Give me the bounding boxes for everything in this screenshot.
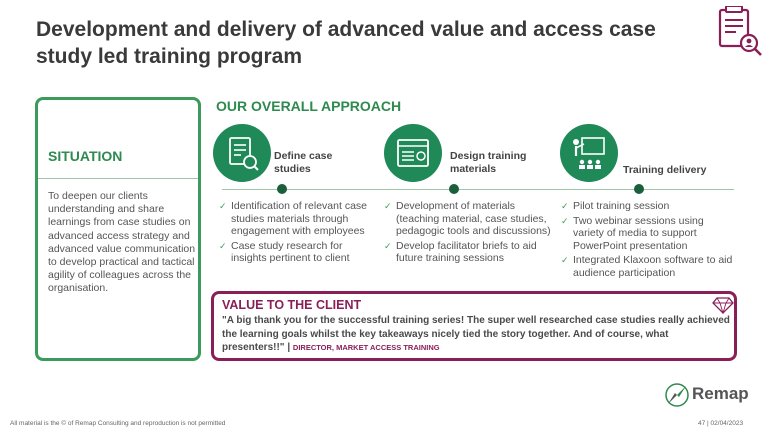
check-icon: ✓ — [561, 215, 569, 226]
list-item: ✓ Develop facilitator briefs to aid futur… — [384, 240, 554, 265]
value-title: VALUE TO THE CLIENT — [222, 298, 362, 312]
list-item: ✓ Development of materials (teaching mate… — [384, 200, 554, 238]
list-item: ✓ Pilot training session — [561, 200, 736, 213]
timeline-dot-1 — [277, 184, 287, 194]
step-1-bullets: ✓ Identification of relevant case studies… — [219, 200, 369, 267]
step-3-label: Training delivery — [623, 164, 706, 177]
list-item: ✓ Case study research for insights pertin… — [219, 240, 369, 265]
check-icon: ✓ — [384, 201, 392, 211]
timeline-dot-3 — [634, 184, 644, 194]
quote-text: "A big thank you for the successful trai… — [222, 315, 730, 354]
quote-separator: | — [284, 342, 293, 354]
step-2-label-line1: Design training — [450, 150, 527, 162]
presenter-icon — [573, 137, 605, 169]
approach-title: OUR OVERALL APPROACH — [216, 98, 402, 114]
timeline-line — [222, 189, 734, 190]
step-3-bullets: ✓ Pilot training session ✓ Two webinar ses… — [561, 200, 736, 282]
step-1-label-line2: studies — [274, 163, 311, 175]
check-icon: ✓ — [561, 255, 569, 266]
footer-page-date: 47 | 02/04/2023 — [698, 420, 744, 427]
step-3-icon-circle — [560, 124, 618, 182]
remap-logo: Remap — [664, 382, 754, 410]
step-2-label-line2: materials — [450, 163, 497, 175]
situation-text: To deepen our clients understanding and … — [48, 190, 196, 295]
page-title: Development and delivery of advanced val… — [36, 18, 656, 68]
document-search-icon — [718, 6, 762, 56]
check-icon: ✓ — [561, 201, 569, 211]
list-item: ✓ Two webinar sessions using variety of m… — [561, 215, 736, 253]
value-panel: VALUE TO THE CLIENT "A big thank you for… — [211, 291, 737, 361]
list-item: ✓ Integrated Klaxoon software to aid audi… — [561, 254, 736, 279]
situation-title: SITUATION — [48, 148, 123, 164]
step-2-bullets: ✓ Development of materials (teaching mate… — [384, 200, 554, 267]
remap-compass-icon — [665, 383, 689, 407]
step-2-label: Design training materials — [450, 150, 526, 176]
diamond-icon — [712, 297, 734, 314]
check-icon: ✓ — [384, 240, 392, 251]
step-3-label-line1: Training delivery — [623, 164, 707, 176]
check-icon: ✓ — [219, 240, 227, 251]
bullet-text: Development of materials (teaching mater… — [396, 200, 551, 238]
document-search-icon — [229, 137, 259, 171]
bullet-text: Pilot training session — [573, 200, 670, 212]
bullet-text: Case study research for insights pertine… — [231, 239, 350, 265]
bullet-text: Develop facilitator briefs to aid future… — [396, 239, 537, 265]
bullet-text: Identification of relevant case studies … — [231, 200, 367, 238]
list-item: ✓ Identification of relevant case studies… — [219, 200, 369, 238]
situation-divider — [38, 178, 198, 179]
quote-attribution: DIRECTOR, MARKET ACCESS TRAINING — [292, 343, 440, 353]
step-2-icon-circle — [384, 124, 442, 182]
browser-window-icon — [397, 139, 429, 167]
situation-panel: SITUATION To deepen our clients understa… — [35, 97, 201, 361]
check-icon: ✓ — [219, 201, 227, 211]
value-quote: "A big thank you for the successful trai… — [222, 314, 730, 355]
logo-text: Remap — [692, 384, 749, 403]
bullet-text: Two webinar sessions using variety of me… — [573, 214, 704, 252]
step-1-label-line1: Define case — [274, 150, 333, 162]
step-1-icon-circle — [213, 124, 271, 182]
footer-copyright: All material is the © of Remap Consultin… — [10, 420, 226, 427]
step-1-label: Define case studies — [274, 150, 332, 176]
timeline-dot-2 — [449, 184, 459, 194]
bullet-text: Integrated Klaxoon software to aid audie… — [573, 254, 733, 279]
